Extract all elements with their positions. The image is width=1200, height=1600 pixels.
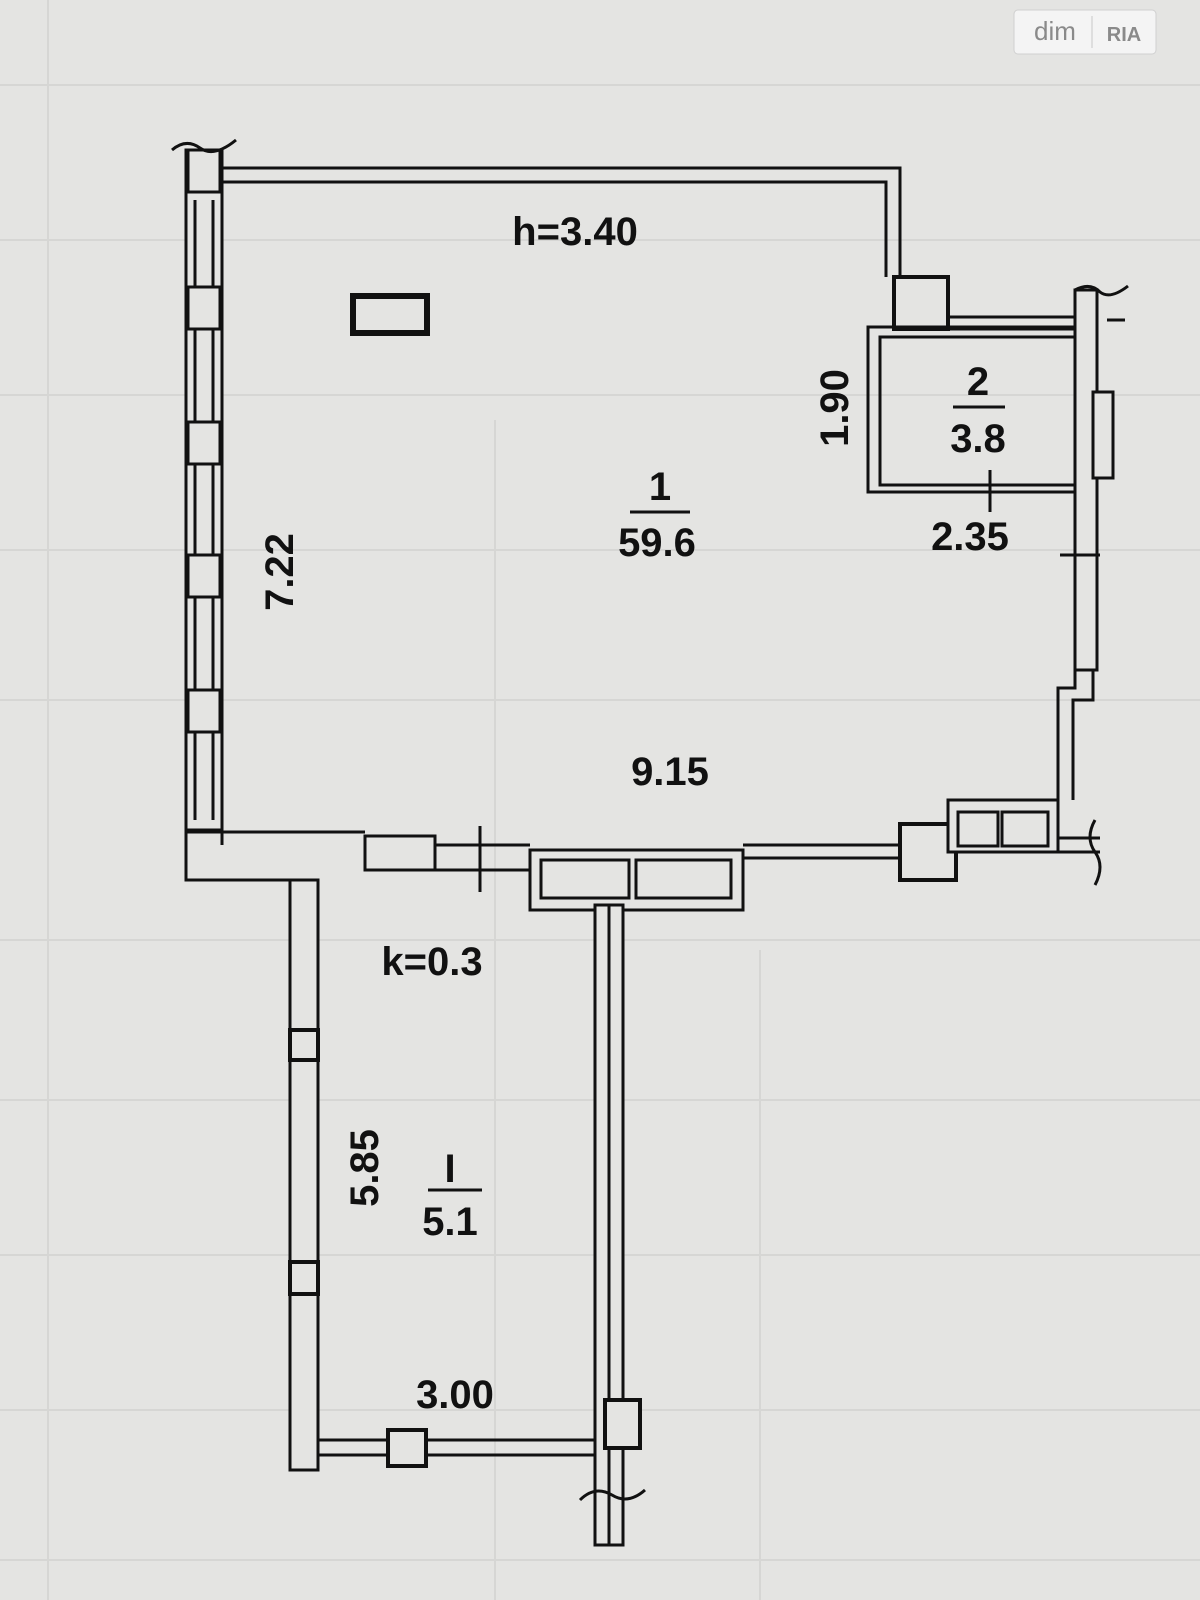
plan-labels: h=3.40 1 59.6 2 3.8 1.90 2.35 7.22 9.15 … [258,210,1009,1417]
room-2-height-dim: 1.90 [813,369,857,447]
room-2-number: 2 [967,360,989,404]
vent-block [350,293,430,336]
main-room-walls [171,138,1129,912]
balcony-number: I [444,1147,455,1191]
balcony-depth-dim: 5.85 [343,1129,387,1207]
balcony-width-dim: 3.00 [416,1373,494,1417]
watermark-logo: RIA [1107,24,1141,46]
room-1-number: 1 [649,465,671,509]
watermark-brand: dim [1034,16,1076,46]
balcony-area: 5.1 [422,1200,478,1244]
room-1-area: 59.6 [618,521,696,565]
room-1-depth-dim: 7.22 [258,533,302,611]
room-2-width-dim: 2.35 [931,515,1009,559]
room-1-width-dim: 9.15 [631,750,709,794]
balcony-walls [288,878,646,1547]
coefficient-label: k=0.3 [381,940,482,984]
room-2-walls [866,325,1077,512]
watermark-badge: dim RIA [1013,9,1157,55]
room-2-area: 3.8 [950,417,1006,461]
ceiling-height-label: h=3.40 [512,210,638,254]
